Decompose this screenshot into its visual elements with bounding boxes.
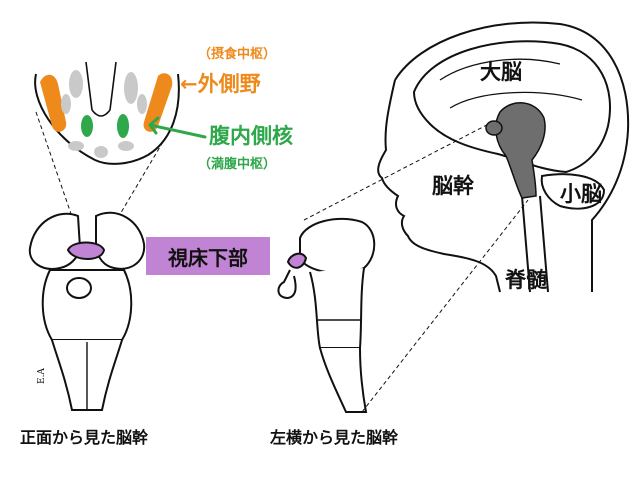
artist-signature: E.A [37,368,47,384]
cerebrum-gyrus-2 [449,91,583,109]
lateral-area-left [40,74,67,132]
head-profile [377,21,630,293]
zoom-line-right-2 [361,199,529,413]
feeding-center-label: （摂食中枢） [198,47,277,62]
front-view-caption: 正面から見た脳幹 [20,428,149,447]
zoom-line-right-1 [303,114,507,221]
hypothalamus-cross-section [34,61,207,165]
side-medulla [319,347,368,413]
green-arrow [148,116,207,139]
side-hypothalamus [286,252,308,269]
lateral-area-label: ←外側野 [180,72,261,96]
satiety-center-label: （満腹中枢） [198,157,277,172]
cerebrum-label: 大脳 [480,60,522,84]
lateral-area-right [143,73,173,132]
head-outline [394,21,630,292]
gray-region-4 [137,94,147,114]
cerebrum-outline [412,40,611,174]
cross-section-outline [34,73,180,165]
side-thalamus [299,217,376,274]
side-view-brainstem [277,217,376,413]
gray-region-1 [69,70,83,98]
spinal-cord-outline [521,195,549,293]
gray-region-3 [61,94,71,114]
front-view-brainstem [28,211,146,411]
side-midbrain [309,267,365,349]
third-ventricle-outline [85,61,117,117]
hypothalamus-badge: 視床下部 [146,237,270,275]
face-outline [377,79,501,293]
side-view-caption: 左横から見た脳幹 [270,428,399,447]
ventromedial-nucleus-right [117,114,129,138]
brainstem-label: 脳幹 [432,174,474,198]
ventromedial-nucleus-left [81,115,93,137]
front-thalamus-right [95,211,146,270]
hypothalamus-label: 視床下部 [168,245,248,270]
cerebellum-label: 小脳 [560,182,602,206]
side-pituitary-stalk [277,269,297,300]
gray-region-7 [118,141,134,151]
brainstem-fill [494,102,546,199]
cerebellum-outline [540,173,606,210]
gray-region-5 [68,141,84,151]
front-hypothalamus [66,241,106,260]
head-pituitary [485,120,503,136]
ventromedial-nucleus-label: 腹内側核 [209,124,293,148]
gray-region-2 [124,72,138,104]
front-pituitary [66,277,92,299]
front-thalamus-left [28,212,82,270]
spinal-cord-label: 脊髄 [505,268,547,292]
gray-region-6 [94,146,108,158]
cerebrum-gyrus-1 [439,58,561,81]
